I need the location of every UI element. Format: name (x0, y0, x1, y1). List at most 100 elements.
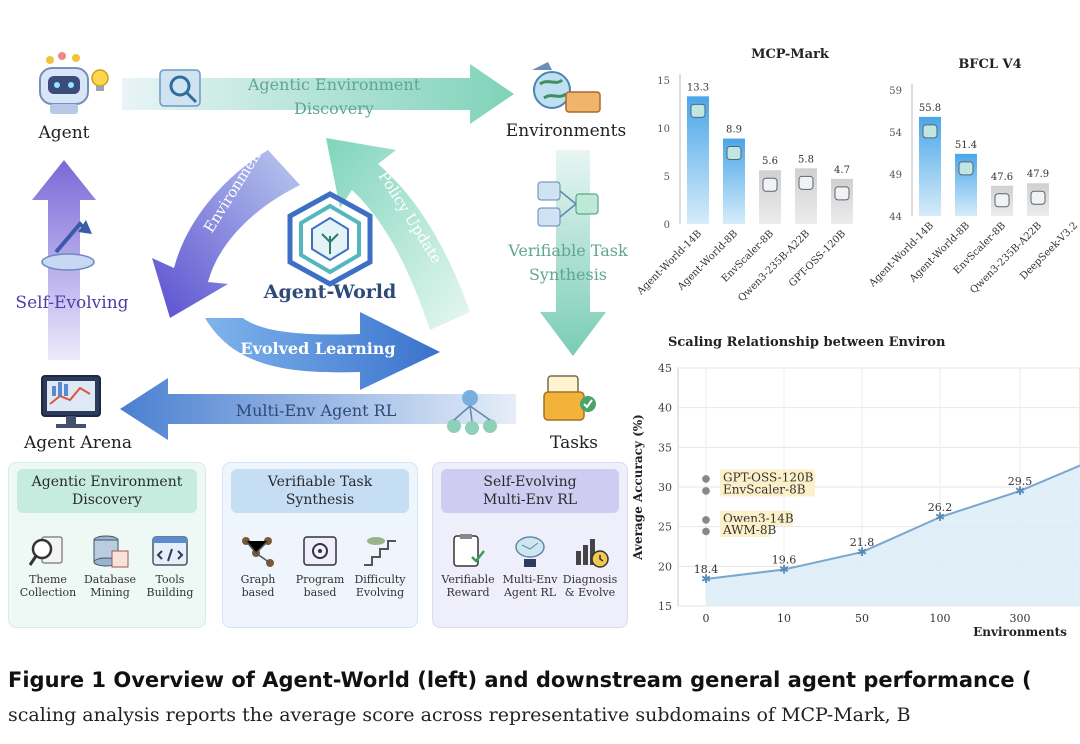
y-tick-label: 45 (658, 362, 672, 375)
stairs-icon (360, 533, 400, 569)
bar-value-label: 47.9 (1027, 169, 1049, 180)
point-value-label: 19.6 (772, 554, 797, 567)
agent-label: Agent (38, 123, 90, 143)
discovery-arrow (122, 64, 514, 124)
self-evolving-label: Self-Evolving (15, 293, 128, 313)
code-window-icon (150, 533, 190, 569)
bar-logo-icon (922, 124, 938, 139)
clipboard-icon (448, 533, 488, 569)
y-axis-label: Average Accuracy (%) (631, 414, 645, 561)
point-value-label: 21.8 (850, 536, 875, 549)
brain-icon (510, 533, 550, 569)
bar (687, 96, 709, 224)
verifiable-text-line2: Synthesis (529, 265, 607, 284)
y-tick-label: 5 (664, 172, 670, 183)
agent-world-logo-icon (287, 191, 373, 287)
graph-icon (238, 533, 278, 569)
y-tick-label: 40 (658, 402, 672, 415)
sub-item-diagnosis: Diagnosis& Evolve (555, 533, 625, 599)
bar-value-label: 55.8 (919, 103, 941, 114)
task-synthesis-icon (537, 181, 599, 227)
scaling-chart: Scaling Relationship between Environ1520… (631, 335, 1080, 639)
annotation-highlight (720, 469, 815, 485)
y-tick-label: 20 (658, 560, 672, 573)
agent-world-diagram: Agent Environments Tasks Agent Arena Sel… (15, 52, 628, 453)
mcp-mark-chart: MCP-Mark05101513.3Agent-World-14B8.9Agen… (635, 47, 853, 304)
bar-logo-icon (834, 186, 850, 201)
y-tick-label: 54 (889, 128, 902, 139)
tasks-folder-icon (543, 375, 596, 421)
bar-logo-icon (690, 103, 706, 118)
point-value-label: 29.5 (1008, 475, 1033, 488)
annotation-highlight (720, 521, 771, 537)
magnifier-map-icon (159, 69, 201, 107)
multi-env-arrow (120, 378, 516, 440)
chart-title: BFCL V4 (958, 57, 1021, 72)
agent-arena-label: Agent Arena (23, 433, 132, 453)
globe-environments-icon (532, 62, 601, 113)
evolving-platform-icon (41, 220, 95, 271)
area-fill (706, 465, 1080, 606)
series-line (705, 464, 1080, 581)
x-tick-label: Qwen3-235B-A22B (968, 220, 1044, 296)
bar-logo-icon (1030, 190, 1046, 205)
bar (723, 138, 745, 224)
point-value-label: 18.4 (694, 563, 719, 576)
environment-arrow (152, 150, 300, 318)
program-icon (300, 533, 340, 569)
point-value-label: 26.2 (928, 501, 953, 514)
robot-agent-icon (39, 52, 89, 114)
verifiable-text-line1: Verifiable Task (507, 241, 628, 260)
x-tick-label: Agent-World-8B (675, 228, 740, 293)
y-tick-label: 49 (889, 170, 902, 181)
annotation-highlight (720, 481, 815, 497)
bar-value-label: 51.4 (955, 140, 977, 151)
evolved-learning-text: Evolved Learning (240, 339, 395, 358)
bar (919, 116, 941, 216)
bar-value-label: 8.9 (726, 125, 742, 136)
tasks-label: Tasks (550, 433, 598, 453)
discovery-text-line1: Agentic Environment (247, 75, 421, 94)
evolved-learning-arrow (205, 312, 440, 390)
baseline-marker: ● (702, 473, 711, 484)
bar-value-label: 4.7 (834, 165, 850, 176)
bar (831, 178, 853, 224)
lightbulb-icon (91, 69, 109, 91)
database-icon (90, 533, 130, 569)
x-tick-label: Agent-World-14B (867, 220, 937, 290)
network-icon (447, 390, 497, 435)
bar-logo-icon (726, 146, 742, 161)
bar-logo-icon (958, 161, 974, 176)
bar-value-label: 5.8 (798, 154, 814, 165)
x-tick-label: Qwen3-235B-A22B (736, 228, 812, 304)
bfcl-v4-chart: BFCL V44449545955.8Agent-World-14B51.4Ag… (867, 57, 1080, 296)
search-doc-icon (28, 533, 68, 569)
baseline-marker: ● (702, 485, 711, 496)
y-tick-label: 15 (657, 76, 670, 87)
x-tick-label: 300 (1010, 612, 1031, 625)
bar-logo-icon (798, 175, 814, 190)
point-marker: ✱ (779, 563, 789, 577)
y-tick-label: 0 (664, 220, 670, 231)
y-tick-label: 15 (658, 600, 672, 613)
charts-panel: MCP-Mark05101513.3Agent-World-14B8.9Agen… (631, 47, 1080, 639)
monitor-arena-icon (41, 375, 101, 428)
x-axis-label: Environments (973, 625, 1067, 639)
center-label: Agent-World (263, 281, 397, 303)
annotation-label: EnvScaler-8B (723, 482, 806, 496)
y-tick-label: 59 (889, 86, 902, 97)
x-tick-label: 0 (703, 612, 710, 625)
point-marker: ✱ (857, 545, 867, 559)
bar-logo-icon (762, 177, 778, 192)
point-marker: ✱ (1015, 484, 1025, 498)
x-tick-label: 50 (855, 612, 869, 625)
